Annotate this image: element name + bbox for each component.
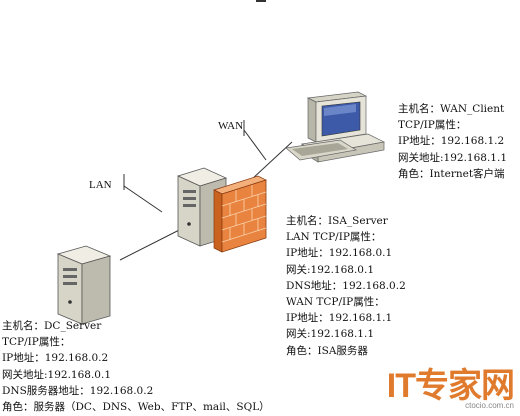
info-line: 主机名：ISA_Server [286, 215, 388, 227]
info-line: TCP/IP属性： [398, 119, 467, 132]
watermark-logo: IT专家网 ctocio.com.cn [386, 358, 515, 410]
watermark-sub: ctocio.com.cn [465, 401, 514, 410]
firewall-icon [213, 175, 267, 253]
lan-label: LAN [89, 179, 112, 191]
info-line: TCP/IP属性： [2, 336, 71, 349]
lan-leader [123, 185, 163, 213]
wan-label: WAN [218, 120, 244, 132]
info-line: 主机名：DC_Server [2, 320, 102, 332]
info-line: LAN TCP/IP属性： [286, 231, 382, 244]
info-line: IP地址：192.168.1.2 [398, 135, 505, 148]
isa-server-tower-icon [176, 167, 228, 247]
info-line: IP地址：192.168.0.2 [2, 352, 109, 365]
isa-server-info: 主机名：ISA_Server LAN TCP/IP属性： IP地址：192.16… [286, 213, 406, 359]
dc-server-info: 主机名：DC_Server TCP/IP属性： IP地址：192.168.0.2… [2, 318, 270, 415]
top-tick-mark [256, 0, 266, 2]
info-line: 网关地址:192.168.0.1 [2, 368, 111, 381]
info-line: DNS服务器地址：192.168.0.2 [2, 384, 154, 397]
info-line: IP地址：192.168.1.1 [286, 312, 393, 325]
info-line: 网关:192.168.1.1 [286, 328, 374, 341]
watermark-mark: IT专家网 [386, 367, 515, 405]
info-line: 主机名：WAN_Client [398, 103, 505, 115]
wan-leader [243, 129, 267, 161]
info-line: 网关:192.168.0.1 [286, 263, 374, 276]
info-line: WAN TCP/IP属性： [286, 296, 385, 309]
dc-server-tower-icon [56, 245, 112, 325]
wan-client-computer-icon [285, 91, 386, 163]
wan-client-info: 主机名：WAN_Client TCP/IP属性： IP地址：192.168.1.… [398, 101, 507, 182]
info-line: 网关地址:192.168.1.1 [398, 151, 507, 164]
info-line: 角色：服务器（DC、DNS、Web、FTP、mail、SQL） [2, 401, 270, 414]
info-line: IP地址：192.168.0.1 [286, 247, 393, 260]
info-line: DNS地址：192.168.0.2 [286, 279, 406, 292]
info-line: 角色：Internet客户端 [398, 167, 505, 180]
info-line: 角色：ISA服务器 [286, 344, 368, 357]
